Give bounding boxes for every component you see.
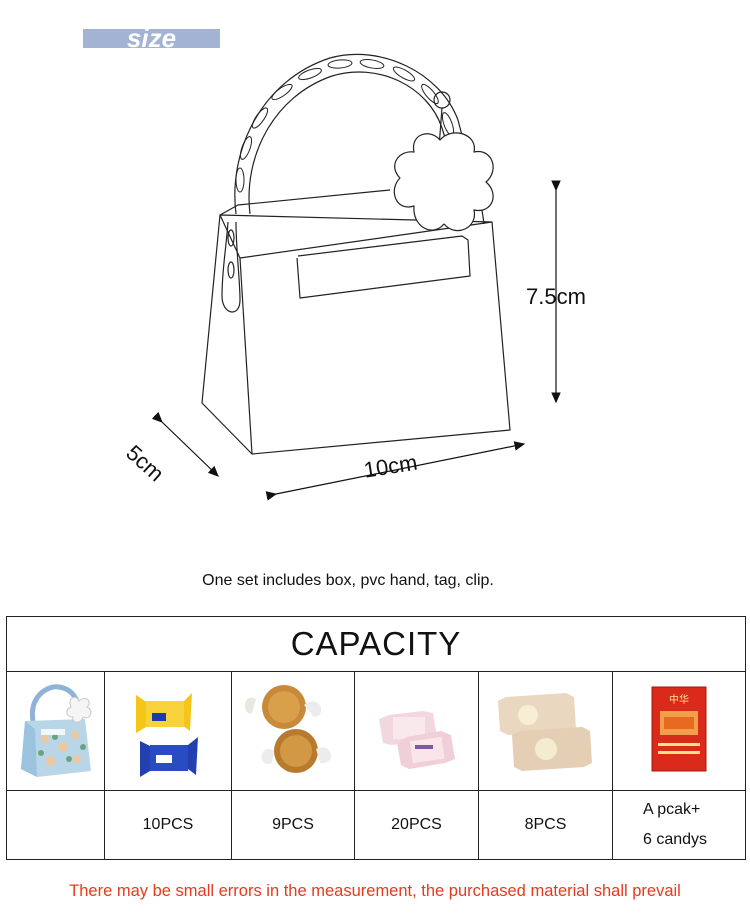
qty-pack-line1: A pcak+ [643, 801, 701, 818]
red-cigarette-pack: 中华 [611, 671, 747, 791]
qty-pink-candies: 20PCS [354, 790, 479, 860]
width-arrow [265, 441, 526, 501]
includes-text: One set includes box, pvc hand, tag, cli… [202, 572, 494, 589]
box-diagram [151, 53, 561, 501]
box-front-edge [239, 257, 253, 455]
box-clip [296, 235, 471, 299]
qty-chocolate-candies: 9PCS [231, 790, 355, 860]
wrapped-cube-candies [104, 671, 232, 791]
height-label: 7.5cm [526, 284, 586, 309]
round-chocolate-candies [231, 671, 355, 791]
size-tag-label: size [126, 23, 177, 53]
qty-box [6, 790, 105, 860]
capacity-table: CAPACITY [5, 616, 747, 860]
measurement-note: There may be small errors in the measure… [69, 882, 681, 900]
pack-brand-text: 中华 [669, 693, 689, 706]
qty-pack-line2: 6 candys [643, 831, 708, 848]
box-top-edge [219, 214, 493, 259]
pink-wrapped-candies [354, 671, 479, 791]
depth-arrow [151, 411, 219, 477]
qty-cream-candies: 8PCS [478, 790, 613, 860]
box-outline [201, 214, 511, 455]
handle-left-tail [221, 221, 241, 313]
qty-cube-candies: 10PCS [104, 790, 232, 860]
box-lid [219, 189, 391, 216]
capacity-title: CAPACITY [5, 616, 747, 672]
size-tag: size [83, 23, 220, 53]
gift-box-photo [6, 671, 105, 791]
flower-tag [393, 132, 494, 232]
cream-wrapped-candies [478, 671, 613, 791]
qty-pack: A pcak+ 6 candys [611, 790, 747, 860]
